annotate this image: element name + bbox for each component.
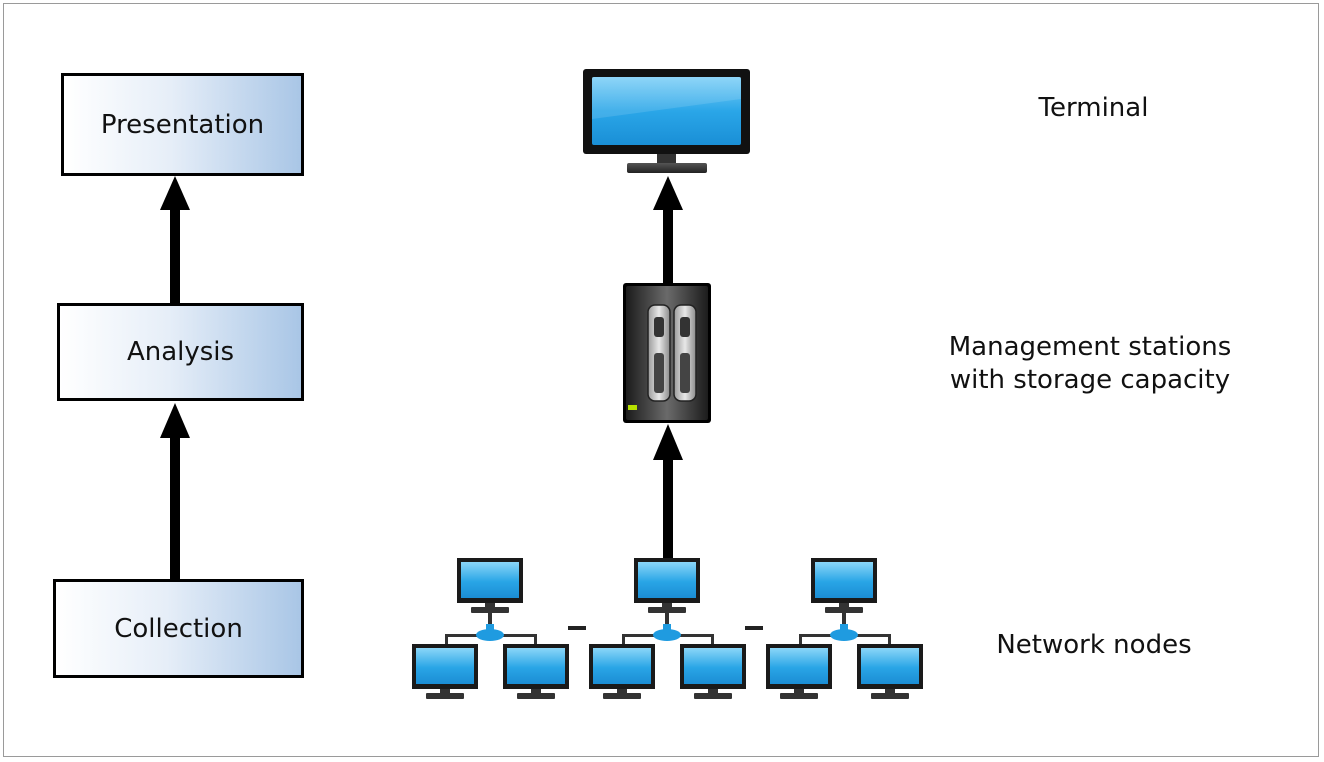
collection-label: Collection bbox=[114, 613, 243, 644]
presentation-label: Presentation bbox=[100, 109, 265, 140]
analysis-label: Analysis bbox=[126, 337, 235, 367]
arrow-network-to-management bbox=[653, 424, 683, 558]
cluster-link-left bbox=[568, 626, 586, 630]
presentation-box: Presentation bbox=[61, 73, 304, 176]
management-label-line1: Management stations bbox=[948, 332, 1232, 362]
analysis-box: Analysis bbox=[57, 303, 304, 401]
network-cluster-right bbox=[766, 558, 923, 699]
management-label: Management stations with storage capacit… bbox=[930, 331, 1250, 397]
network-cluster-middle bbox=[589, 558, 746, 699]
arrow-analysis-to-presentation bbox=[160, 176, 190, 303]
terminal-label: Terminal bbox=[1038, 93, 1149, 123]
cluster-link-right bbox=[745, 626, 763, 630]
storage-server-icon bbox=[623, 283, 711, 423]
arrow-collection-to-analysis bbox=[160, 403, 190, 579]
monitor-icon bbox=[583, 69, 750, 173]
network-nodes-label: Network nodes bbox=[996, 630, 1192, 660]
management-label-line2: with storage capacity bbox=[949, 365, 1231, 395]
collection-box: Collection bbox=[53, 579, 304, 678]
network-cluster-left bbox=[412, 558, 569, 699]
arrow-management-to-terminal bbox=[653, 176, 683, 283]
